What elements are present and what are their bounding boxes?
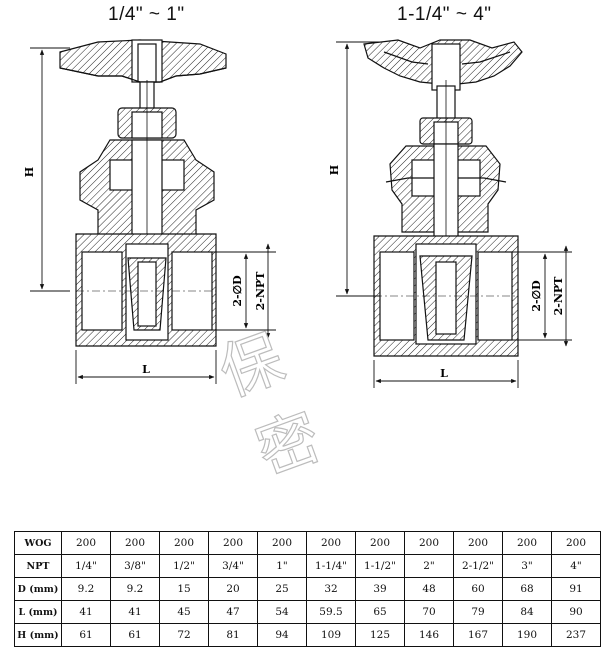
table-cell: 1/4": [61, 554, 111, 578]
table-cell: 200: [551, 531, 601, 555]
table-cell: 1": [257, 554, 307, 578]
table-cell: 200: [208, 531, 258, 555]
table-cell: 200: [355, 531, 405, 555]
table-cell: 81: [208, 623, 258, 647]
table-cell: 48: [404, 577, 454, 601]
table-cell: 200: [110, 531, 160, 555]
table-cell: 25: [257, 577, 307, 601]
left-handwheel: [59, 39, 227, 83]
table-cell: 65: [355, 600, 405, 624]
table-cell: 2-1/2": [453, 554, 503, 578]
table-cell: 79: [453, 600, 503, 624]
table-cell: 61: [110, 623, 160, 647]
table-cell: 72: [159, 623, 209, 647]
table-cell: 70: [404, 600, 454, 624]
table-cell: 60: [453, 577, 503, 601]
right-length-label: L: [440, 367, 448, 380]
right-drawing-title: 1-1/4" ~ 4": [397, 4, 492, 25]
table-cell: 200: [257, 531, 307, 555]
table-cell: 47: [208, 600, 258, 624]
table-cell: 3/8": [110, 554, 160, 578]
table-cell: 125: [355, 623, 405, 647]
table-cell: 4": [551, 554, 601, 578]
table-cell: 167: [453, 623, 503, 647]
table-cell: 190: [502, 623, 552, 647]
table-cell: 94: [257, 623, 307, 647]
left-diameter-label: 2-∅D: [231, 275, 244, 307]
table-cell: 32: [306, 577, 356, 601]
table-cell: 9.2: [110, 577, 160, 601]
table-cell: 2": [404, 554, 454, 578]
table-cell: 41: [110, 600, 160, 624]
table-cell: 20: [208, 577, 258, 601]
table-cell: 1/2": [159, 554, 209, 578]
row-header: L (mm): [14, 600, 62, 624]
table-cell: 200: [61, 531, 111, 555]
table-cell: 237: [551, 623, 601, 647]
right-height-label: H: [328, 165, 341, 175]
table-cell: 68: [502, 577, 552, 601]
valve-drawings: H L 2-∅D 2-NPT: [23, 39, 572, 388]
left-thread-label: 2-NPT: [254, 271, 267, 311]
left-height-label: H: [23, 167, 36, 177]
row-header: WOG: [14, 531, 62, 555]
table-cell: 45: [159, 600, 209, 624]
table-cell: 200: [404, 531, 454, 555]
table-cell: 84: [502, 600, 552, 624]
table-cell: 146: [404, 623, 454, 647]
right-valve-drawing: [363, 39, 523, 357]
table-cell: 9.2: [61, 577, 111, 601]
table-cell: 90: [551, 600, 601, 624]
row-header: NPT: [14, 554, 62, 578]
left-valve-drawing: [59, 39, 227, 347]
table-cell: 41: [61, 600, 111, 624]
table-cell: 200: [159, 531, 209, 555]
row-header: D (mm): [14, 577, 62, 601]
left-dimensions: [30, 47, 276, 384]
table-cell: 1-1/4": [306, 554, 356, 578]
right-dimensions: [336, 41, 572, 388]
table-cell: 200: [306, 531, 356, 555]
table-cell: 61: [61, 623, 111, 647]
right-handwheel: [363, 39, 523, 91]
table-cell: 109: [306, 623, 356, 647]
table-cell: 39: [355, 577, 405, 601]
table-cell: 1-1/2": [355, 554, 405, 578]
left-drawing-title: 1/4" ~ 1": [108, 4, 185, 25]
left-length-label: L: [142, 363, 150, 376]
right-diameter-label: 2-∅D: [530, 280, 543, 312]
table-cell: 200: [453, 531, 503, 555]
right-thread-label: 2-NPT: [552, 276, 565, 316]
table-cell: 3/4": [208, 554, 258, 578]
table-cell: 54: [257, 600, 307, 624]
table-cell: 59.5: [306, 600, 356, 624]
table-cell: 200: [502, 531, 552, 555]
table-cell: 91: [551, 577, 601, 601]
table-cell: 15: [159, 577, 209, 601]
row-header: H (mm): [14, 623, 62, 647]
table-cell: 3": [502, 554, 552, 578]
